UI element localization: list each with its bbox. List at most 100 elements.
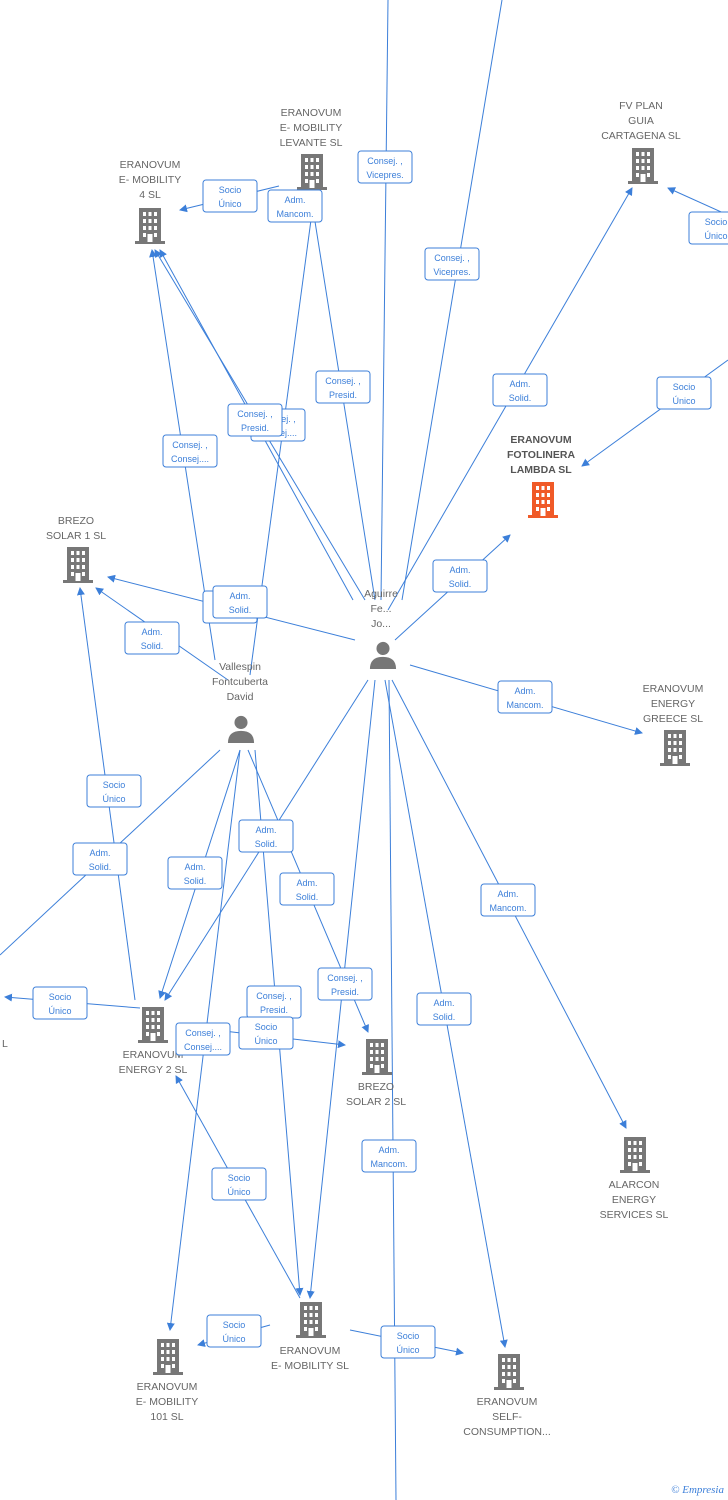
edge-label[interactable]: Adm.Solid.	[72, 842, 128, 876]
node-label: GUIA	[628, 115, 654, 127]
node-label: GREECE SL	[643, 713, 703, 725]
edge-label-box	[32, 986, 88, 1020]
node-left-partial[interactable]: L	[2, 1038, 8, 1050]
edge-label-text: Socio	[223, 1320, 246, 1330]
node-label: ERANOVUM	[643, 683, 704, 695]
edge-label[interactable]: Adm. Mancom.	[497, 680, 553, 714]
building-icon	[153, 1339, 183, 1375]
edge-label[interactable]: Consej. ,Presid.	[246, 985, 302, 1019]
edge-label-box	[688, 211, 728, 245]
edge-label-box	[279, 872, 335, 906]
edge-label-box	[480, 883, 536, 917]
node-label: ENERGY 2 SL	[119, 1064, 188, 1076]
edge-label[interactable]: Adm.Solid.	[212, 585, 268, 619]
edge-label[interactable]: Adm.Solid.	[167, 856, 223, 890]
node-label: FV PLAN	[619, 100, 663, 112]
node-label: E- MOBILITY	[280, 122, 342, 134]
node-label: ALARCON	[609, 1179, 660, 1191]
node-label: ENERGY	[612, 1194, 656, 1206]
edge-label-text: Único	[672, 396, 695, 406]
edge-label[interactable]: Consej. ,Presid.	[317, 967, 373, 1001]
edge-label[interactable]: Consej. ,Consej....	[175, 1022, 231, 1056]
edge-label-text: Adm.	[284, 195, 305, 205]
node-selfcons[interactable]: ERANOVUMSELF-CONSUMPTION...	[463, 1354, 551, 1438]
node-label: Vallespin	[219, 661, 261, 673]
edge-label-text: Mancom.	[506, 700, 543, 710]
building-icon	[296, 1302, 326, 1338]
edge-label[interactable]: Consej. ,Vicepres.	[424, 247, 480, 281]
node-label: BREZO	[58, 515, 94, 527]
edge-label[interactable]: Adm.Solid.	[124, 621, 180, 655]
edge-label-text: Adm.	[514, 686, 535, 696]
edge-label-text: Mancom.	[276, 209, 313, 219]
edge-label-text: Solid.	[141, 641, 164, 651]
edge-label[interactable]: Consej. ,Presid.	[227, 403, 283, 437]
edge-label[interactable]: Adm.Solid.	[238, 819, 294, 853]
edge-label-text: Único	[254, 1036, 277, 1046]
copyright-symbol: ©	[671, 1484, 680, 1496]
edge-label[interactable]: Adm.Solid.	[416, 992, 472, 1026]
edge-line	[401, 0, 503, 601]
edge-label[interactable]: Adm.Solid.	[279, 872, 335, 906]
edge-label-box	[315, 370, 371, 404]
edge-label-text: Socio	[255, 1022, 278, 1032]
edge-label-box	[317, 967, 373, 1001]
edge-label-box	[416, 992, 472, 1026]
node-label: 101 SL	[150, 1411, 183, 1423]
edge-label-text: Consej. ,	[434, 253, 470, 263]
node-label: SELF-	[492, 1411, 522, 1423]
edge-label[interactable]: Consej. ,Presid.	[315, 370, 371, 404]
edge-label-text: Socio	[219, 185, 242, 195]
edge-label-text: Único	[48, 1006, 71, 1016]
edge-label-text: Único	[396, 1345, 419, 1355]
person-icon	[227, 715, 255, 743]
node-label: Aguirre	[364, 588, 398, 600]
edge-line	[581, 359, 728, 467]
edge-label-text: Socio	[397, 1331, 420, 1341]
node-label: CONSUMPTION...	[463, 1426, 551, 1438]
edge-label[interactable]: Consej. ,Vicepres.	[357, 150, 413, 184]
edge-label[interactable]: Adm.Mancom.	[361, 1139, 417, 1173]
node-aguirre[interactable]: AguirreFe...Jo...	[364, 588, 398, 669]
edge-label-box	[656, 376, 712, 410]
building-icon	[362, 1039, 392, 1075]
node-label: BREZO	[358, 1081, 394, 1093]
edge-label[interactable]: Adm.Mancom.	[480, 883, 536, 917]
edge-label[interactable]: Adm.Solid.	[432, 559, 488, 593]
brand-name: Empresia	[682, 1484, 724, 1496]
edge-label-text: Presid.	[241, 423, 269, 433]
edge-label-text: Adm.	[378, 1145, 399, 1155]
node-label: ERANOVUM	[120, 159, 181, 171]
edge-label-box	[86, 774, 142, 808]
node-label: David	[227, 691, 254, 703]
edge-label-box	[175, 1022, 231, 1056]
edge-label[interactable]: Adm.Solid.	[492, 373, 548, 407]
edge-label[interactable]: Consej. ,Consej....	[162, 434, 218, 468]
node-label: 4 SL	[139, 189, 161, 201]
edge-label[interactable]: Adm. Mancom.	[267, 189, 323, 223]
